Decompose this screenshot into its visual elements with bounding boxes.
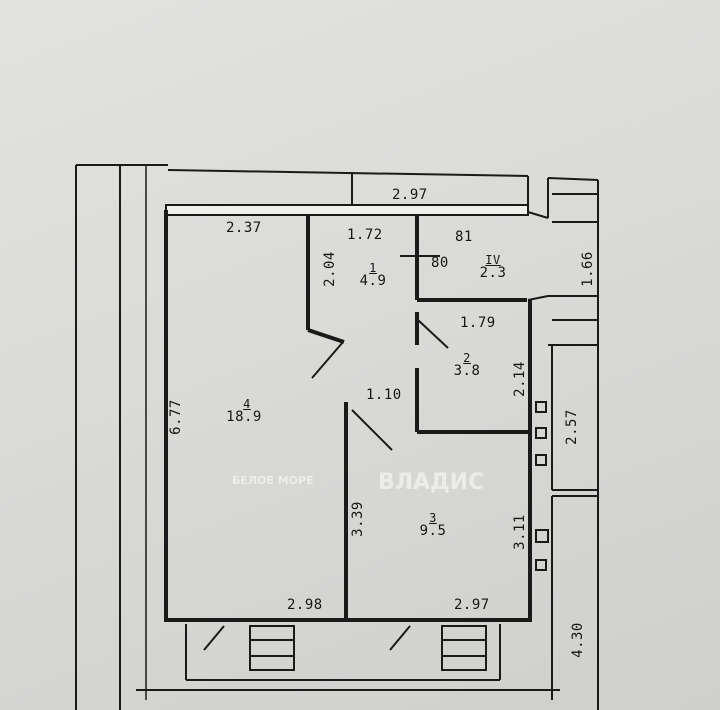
door-leaf [311,341,344,379]
dim-room1-side: 2.04 [321,251,338,287]
room-number: 2 [463,351,471,365]
window-niche [249,625,295,671]
watermark-right: ВЛАДИС [378,470,485,495]
room-3-label: 3 9.5 [418,512,448,538]
dim-room4-top: 2.37 [226,220,262,236]
room-iv-label: IV 2.3 [478,254,508,280]
dim-ext-right: 1.66 [579,251,596,287]
dim-room3-top: 1.10 [366,387,402,403]
room-2-label: 2 3.8 [452,352,482,378]
dim-80: 80 [431,255,449,271]
dim-room1-top: 1.72 [347,227,383,243]
dim-81: 81 [455,229,473,245]
room-number: 3 [429,511,437,525]
room-area: 4.9 [359,273,387,289]
watermark-left: БЕЛОЕ МОРЕ [232,474,314,487]
dim-room2-side: 2.14 [511,361,528,397]
room-area: 18.9 [226,409,262,425]
dim-room2-top: 1.79 [460,315,496,331]
room-4-label: 4 18.9 [226,397,262,424]
ext-line [527,295,549,301]
dim-ext-bottom: 4.30 [569,622,586,658]
dim-ext-right2: 2.57 [563,409,580,445]
dim-room4-bottom: 2.98 [287,597,323,613]
dim-room3-bottom: 2.97 [454,597,490,613]
top-wall [165,204,529,216]
top-band-line [547,177,599,181]
vent-box [535,559,547,571]
door-leaf [203,625,225,651]
room-1-label: 1 4.9 [358,262,388,288]
window-niche [441,625,487,671]
room-area: 2.3 [479,265,507,281]
vent-box [535,454,547,466]
dim-top-outer: 2.97 [392,187,428,203]
dim-room3-left: 3.39 [349,501,366,537]
dim-room4-left: 6.77 [167,399,184,435]
door-leaf [417,319,449,349]
top-band-line [167,169,529,177]
room-area: 9.5 [419,523,447,539]
vent-box [535,427,547,439]
room-number: 1 [369,261,377,275]
dim-room3-right: 3.11 [511,514,528,550]
notch-line [527,211,549,219]
room-number: 4 [243,397,251,411]
door-leaf [351,409,393,451]
partition-wall [307,328,345,344]
vent-box [535,529,549,543]
room-area: 3.8 [453,363,481,379]
room-number: IV [485,253,501,267]
door-leaf [389,625,411,651]
vent-box [535,401,547,413]
